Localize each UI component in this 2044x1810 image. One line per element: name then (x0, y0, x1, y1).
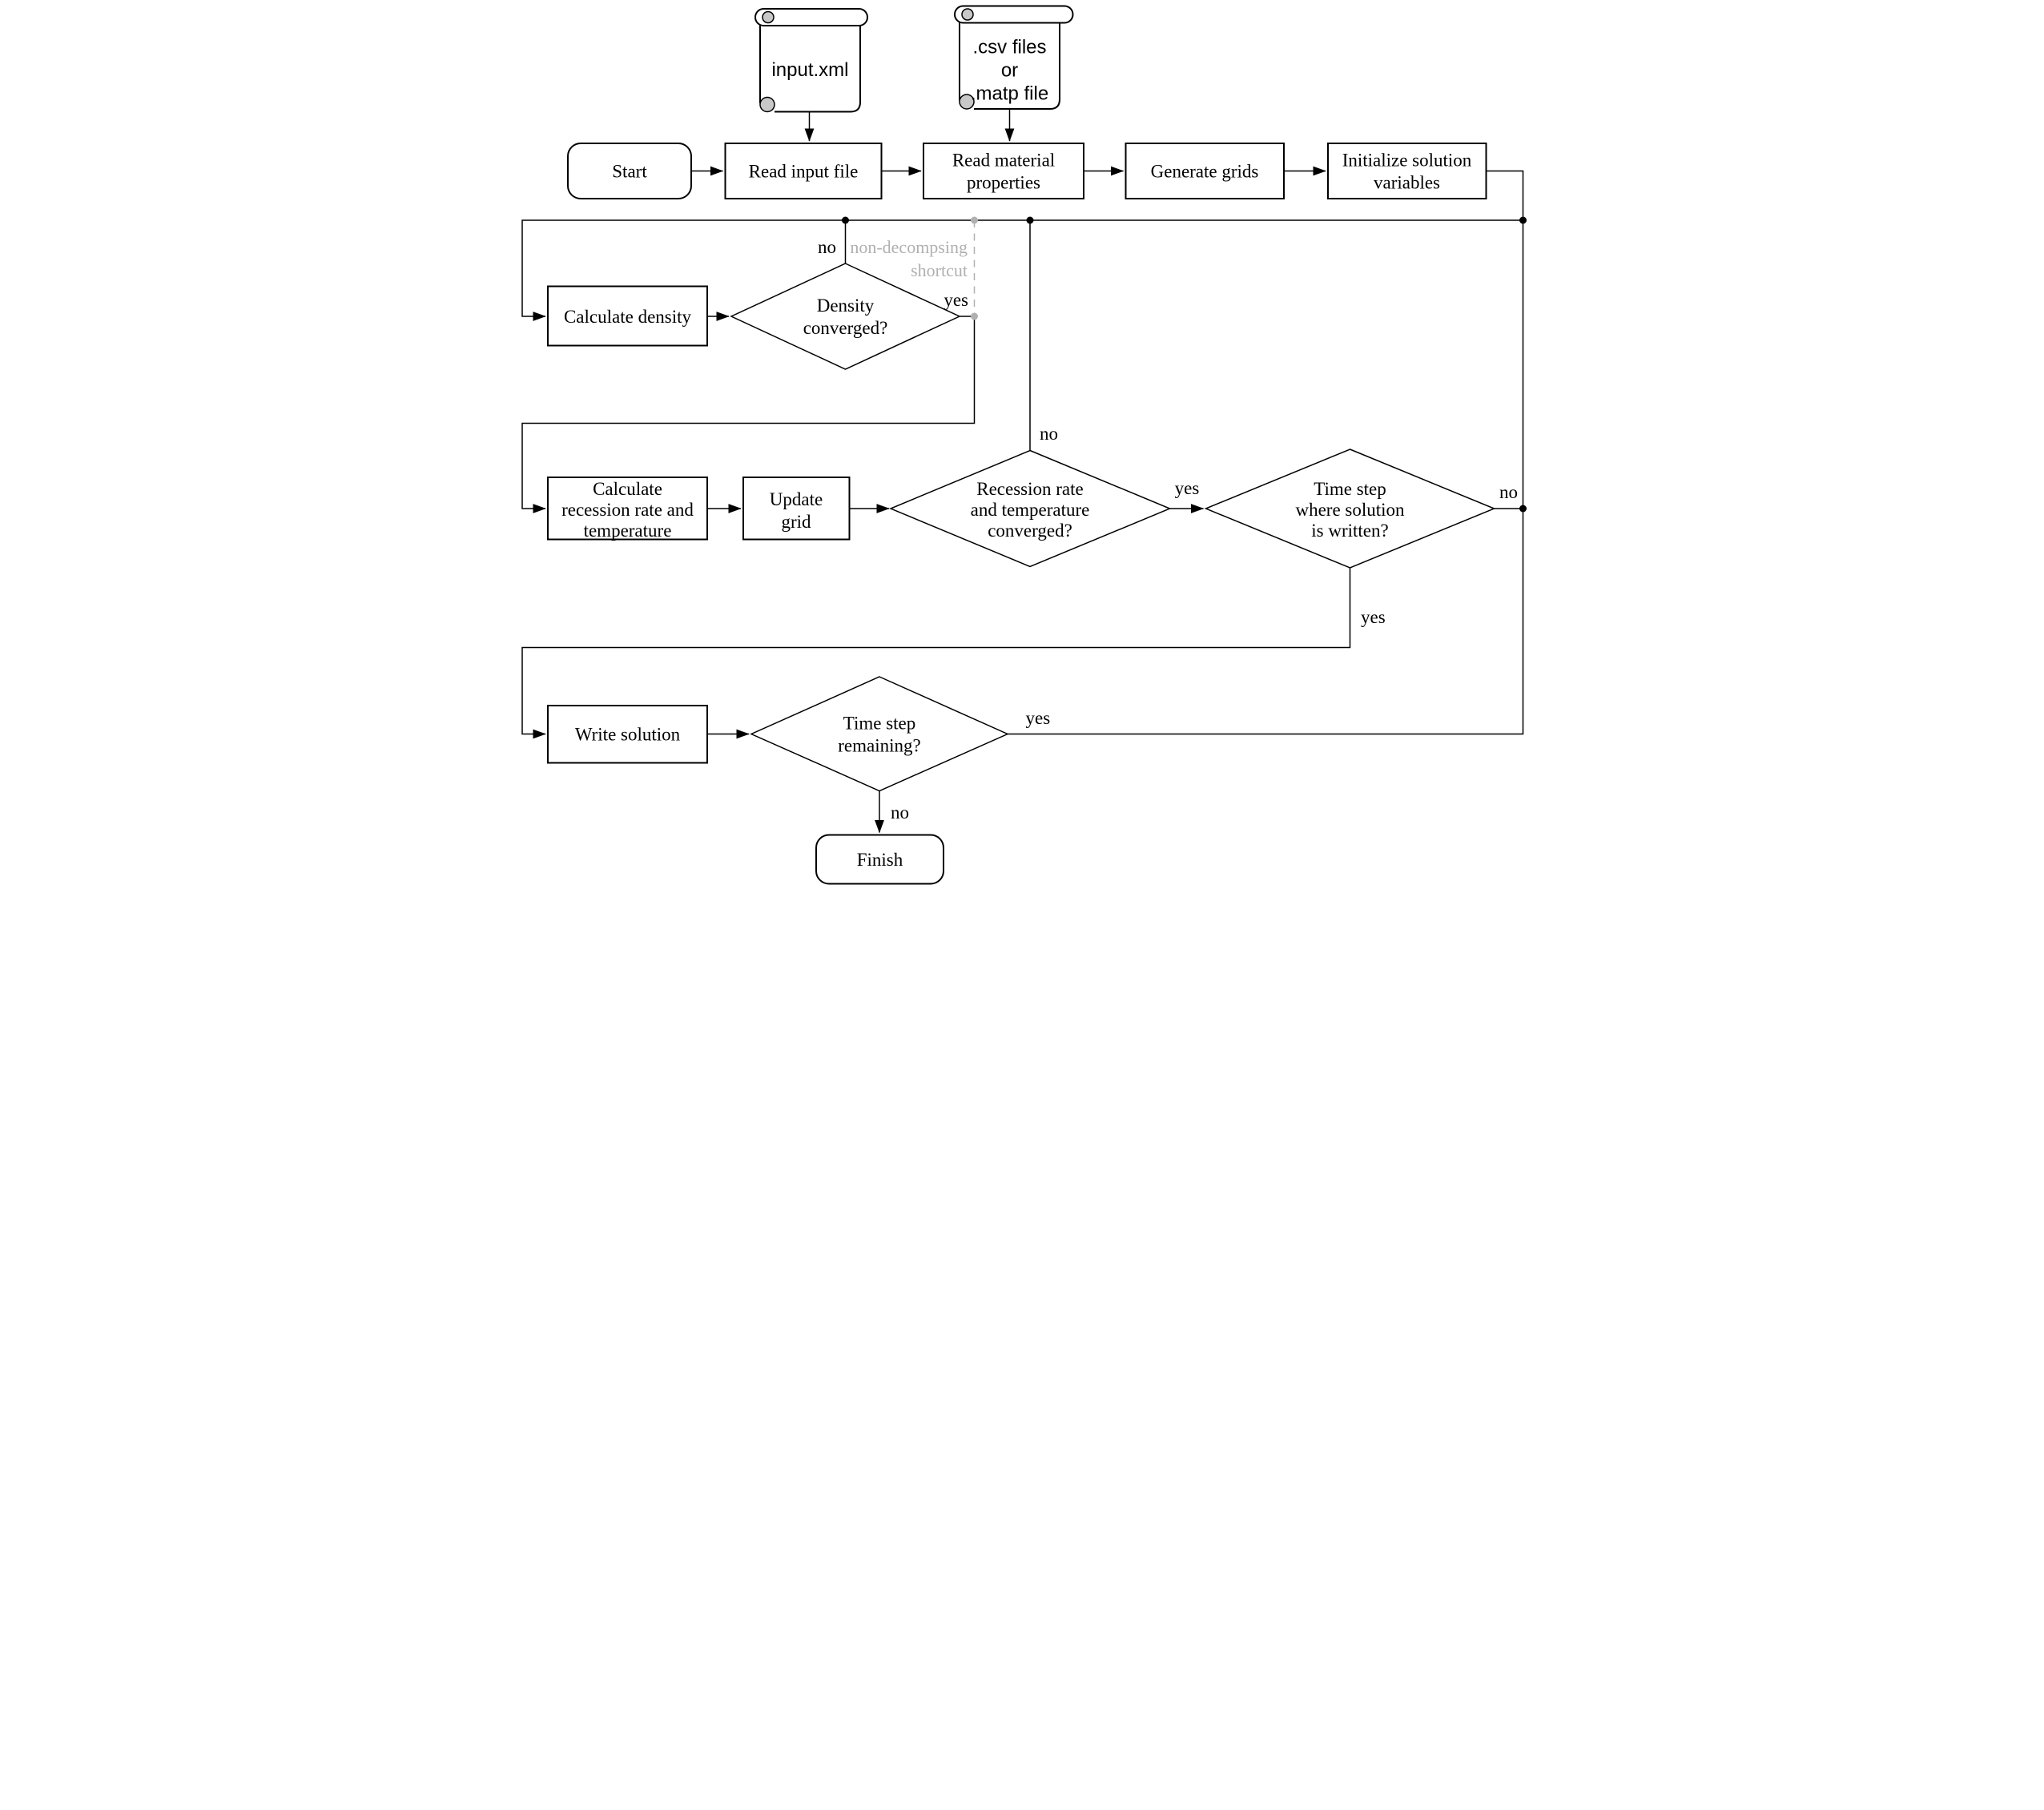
read-input-file-label: Read input file (749, 162, 859, 182)
start-terminator-shape (567, 143, 692, 199)
scroll-input-xml: input.xml (754, 8, 868, 113)
annotation-shortcut-line1: non-decompsing (850, 237, 968, 257)
density-converged-label-line2: converged? (803, 318, 888, 338)
initialize-label-line1: Initialize solution (1342, 151, 1472, 171)
write-solution-label: Write solution (575, 725, 681, 745)
decision-shape (750, 676, 1009, 792)
edge-right-rail-and-remaining-yes (1008, 170, 1524, 735)
initialize-label-line2: variables (1374, 173, 1440, 193)
node-read-input-file: Read input file (724, 143, 883, 199)
label-recession-yes: yes (1175, 478, 1200, 498)
time-step-remaining-label-line2: remaining? (838, 736, 920, 756)
process-shape (724, 143, 883, 199)
node-generate-grids: Generate grids (1125, 143, 1285, 199)
density-converged-label-line1: Density (817, 296, 875, 316)
finish-label: Finish (857, 850, 903, 870)
decision-shape (889, 449, 1172, 568)
scroll-top-roll (754, 8, 868, 26)
generate-grids-label: Generate grids (1151, 162, 1259, 182)
time-step-written-label-line3: is written? (1311, 521, 1388, 541)
process-shape (547, 285, 708, 347)
junction-dot-recession-no (1026, 216, 1034, 224)
time-step-written-label-line2: where solution (1295, 500, 1405, 520)
scroll-bottom-curl-icon (959, 94, 975, 110)
node-finish: Finish (815, 834, 944, 885)
time-step-remaining-label-line1: Time step (843, 714, 916, 734)
recession-converged-label-line2: and temperature (971, 500, 1090, 520)
scroll-csv-matp: .csv files or .matp file (954, 5, 1074, 110)
scroll-input-xml-label: input.xml (771, 59, 848, 81)
process-shape (547, 477, 708, 541)
calculate-recession-label-line2: recession rate and (561, 500, 694, 520)
scroll-csv-label-line3: .matp file (971, 83, 1048, 105)
decision-shape (1204, 448, 1496, 569)
label-written-yes: yes (1361, 607, 1386, 627)
label-remaining-yes: yes (1026, 708, 1051, 728)
node-initialize-solution-variables: Initialize solution variables (1327, 143, 1487, 199)
scroll-top-roll (954, 5, 1074, 24)
recession-converged-label-line3: converged? (988, 521, 1072, 541)
process-shape (1125, 143, 1285, 199)
edge-loop1-to-calcdensity (521, 219, 1523, 321)
junction-dot-right-rail-top (1519, 216, 1527, 224)
update-grid-label-line2: grid (781, 512, 811, 532)
read-material-label-line2: properties (967, 173, 1040, 193)
node-recession-converged: Recession rate and temperature converged… (889, 449, 1172, 568)
label-written-no: no (1499, 482, 1518, 502)
read-material-label-line1: Read material (952, 151, 1055, 171)
scroll-csv-label-line2: or (1001, 60, 1018, 82)
node-write-solution: Write solution (547, 705, 708, 764)
scroll-body (775, 25, 861, 113)
process-shape (742, 477, 851, 541)
scroll-top-curl-icon (762, 10, 775, 24)
annotation-shortcut-line2: shortcut (911, 260, 968, 280)
junction-dot-shortcut-top (971, 216, 978, 224)
node-calculate-density: Calculate density (547, 285, 708, 347)
node-start: Start (567, 143, 692, 199)
recession-converged-label-line1: Recession rate (976, 479, 1083, 499)
calculate-recession-label-line3: temperature (584, 521, 672, 541)
calculate-recession-label-line1: Calculate (593, 479, 662, 499)
junction-dot-shortcut-bottom (971, 312, 978, 320)
time-step-written-label-line1: Time step (1314, 479, 1386, 499)
label-density-yes: yes (944, 290, 968, 310)
process-shape (1327, 143, 1487, 199)
scroll-csv-label-line1: .csv files (972, 37, 1046, 58)
node-density-converged: Density converged? (730, 263, 961, 370)
node-update-grid: Update grid (742, 477, 851, 541)
junction-dot-written-no (1519, 505, 1527, 513)
start-label: Start (612, 162, 647, 182)
scroll-top-curl-icon (961, 8, 974, 21)
scroll-bottom-curl-icon (759, 96, 775, 113)
flowchart-canvas: input.xml .csv files or .matp file Start… (511, 0, 1533, 905)
junction-dot-density-no (842, 216, 849, 224)
label-recession-no: no (1040, 424, 1058, 444)
calculate-density-label: Calculate density (564, 307, 692, 327)
node-calculate-recession: Calculate recession rate and temperature (547, 477, 708, 541)
process-shape (923, 143, 1084, 199)
node-time-step-written: Time step where solution is written? (1204, 448, 1496, 569)
finish-terminator-shape (815, 834, 944, 885)
label-density-no: no (818, 237, 836, 257)
process-shape (547, 705, 708, 764)
node-time-step-remaining: Time step remaining? (750, 676, 1009, 792)
decision-shape (730, 263, 961, 370)
node-read-material-properties: Read material properties (923, 143, 1084, 199)
flowchart-diagram: input.xml .csv files or .matp file Start… (521, 5, 1527, 885)
update-grid-label-line1: Update (770, 489, 823, 509)
edge-written-yes-to-writesolution (521, 568, 1351, 739)
scroll-body (974, 22, 1060, 110)
label-remaining-no: no (891, 802, 909, 823)
